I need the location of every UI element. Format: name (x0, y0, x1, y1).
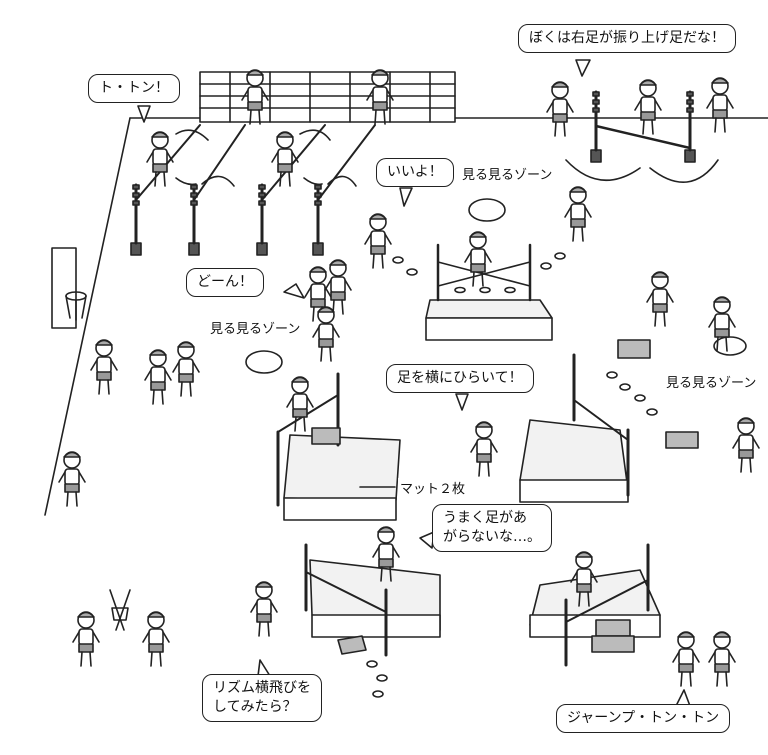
basketball-hoop (51, 247, 87, 329)
bubble-rhythm-line1: リズム横飛びを (213, 680, 311, 696)
bubble-iiyo-text: いいよ！ (387, 164, 443, 180)
bubble-tails (137, 59, 691, 707)
bubble-iiyo: いいよ！ (376, 158, 454, 187)
bar-station-upper-right (565, 90, 719, 183)
label-miru-zone-left: 見る見るゾーン (208, 318, 303, 337)
bubble-doon-text: どーん！ (197, 274, 253, 290)
label-miru-zone-top: 見る見るゾーン (460, 164, 555, 183)
left-wall-edge (44, 117, 131, 516)
bubble-to-ton-text: ト・トン！ (99, 80, 169, 96)
hoop-zone-right (713, 336, 747, 356)
bubble-to-ton: ト・トン！ (88, 74, 180, 103)
hoop-zone-top (468, 198, 506, 222)
bubble-rhythm-yokotobi: リズム横飛びを してみたら？ (202, 674, 322, 722)
bubble-doon: どーん！ (186, 268, 264, 297)
mat-station-bottom-right (529, 543, 661, 667)
center-box-station (425, 243, 553, 341)
bubble-jump-ton-ton-text: ジャーンプ・トン・トン (567, 710, 720, 726)
bubble-umaku-ashi: うまく足があ がらないな…。 (432, 504, 552, 552)
bubble-ashi-yoko: 足を横にひらいて！ (386, 364, 534, 393)
bar-station-upper-left (129, 124, 376, 257)
bubble-jump-ton-ton: ジャーンプ・トン・トン (556, 704, 731, 733)
wall-bars (199, 71, 456, 123)
bubble-umaku-ashi-line2: がらないな…。 (443, 528, 541, 545)
bubble-boku-migiashi: ぼくは右足が振り上げ足だな！ (518, 24, 736, 53)
mat-station-left (276, 372, 401, 521)
label-mat-two: マット２枚 (398, 478, 468, 497)
bubble-rhythm-line2: してみたら？ (213, 698, 297, 715)
children (58, 69, 760, 687)
hoop-zone-left (245, 350, 283, 374)
mat-station-right (519, 339, 699, 503)
mat-station-bottom-center (304, 543, 441, 698)
cones-right (606, 371, 658, 416)
label-miru-zone-right: 見る見るゾーン (664, 372, 759, 391)
bubble-boku-migiashi-text: ぼくは右足が振り上げ足だな！ (529, 30, 725, 46)
bubble-umaku-ashi-line1: うまく足があ (443, 510, 527, 526)
bubble-ashi-yoko-text: 足を横にひらいて！ (397, 370, 523, 386)
